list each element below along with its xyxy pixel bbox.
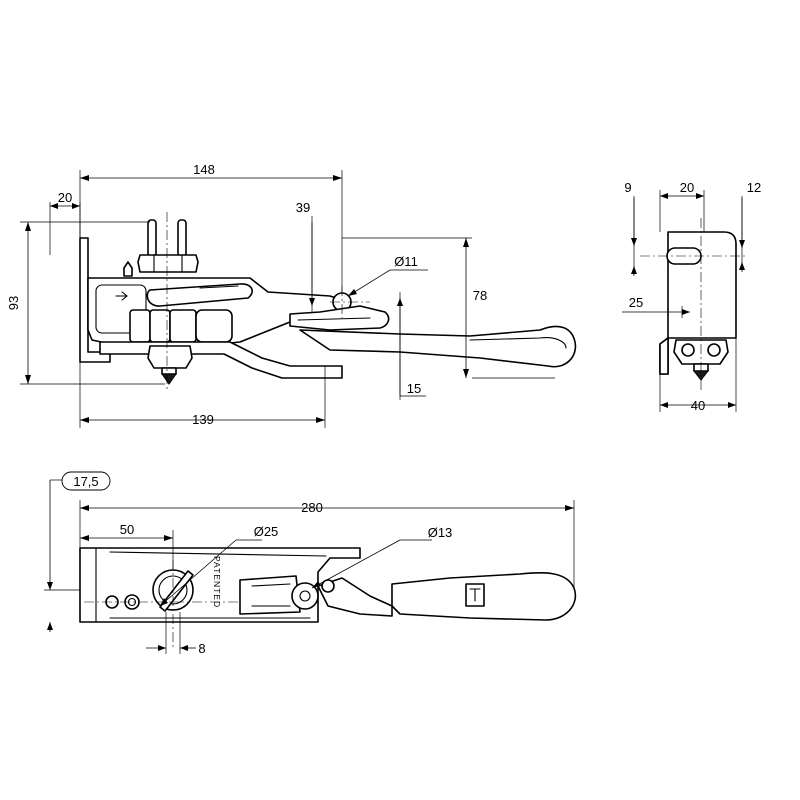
- housing-arrow-icon: [115, 291, 128, 301]
- dim-39: 39: [296, 200, 310, 215]
- hex-nut: [137, 254, 199, 273]
- dim-78: 78: [473, 288, 487, 303]
- base-screw: [147, 345, 193, 369]
- dim-20-end: 20: [680, 180, 694, 195]
- link-block-3: [169, 309, 197, 343]
- dim-17-5: 17,5: [73, 474, 98, 489]
- screw-point: [161, 373, 177, 385]
- bolt-right: [177, 219, 187, 257]
- dim-40: 40: [691, 398, 705, 413]
- patented-stamp: PATENTED: [212, 556, 222, 608]
- adjuster-slot: [159, 570, 194, 612]
- top-hook: [317, 577, 393, 617]
- dim-8: 8: [198, 641, 205, 656]
- dim-20-side: 20: [58, 190, 72, 205]
- link-block-4: [195, 309, 233, 343]
- lower-strap: [99, 341, 343, 379]
- top-view: PATENTED 17,5 280: [44, 471, 577, 656]
- dim-25: 25: [629, 295, 643, 310]
- dim-dia-25: Ø25: [254, 524, 279, 539]
- housing-window: [95, 284, 147, 334]
- dim-9: 9: [624, 180, 631, 195]
- side-view: 148 20 39 Ø11 93 78: [6, 162, 577, 428]
- top-link-arm: [239, 575, 301, 615]
- bolt-left: [147, 219, 157, 257]
- grease-nipple: [123, 261, 133, 277]
- dim-280: 280: [301, 500, 323, 515]
- dim-dia-11: Ø11: [394, 254, 418, 269]
- dim-15: 15: [407, 381, 421, 396]
- dim-139: 139: [192, 412, 214, 427]
- hook-arm: [289, 305, 390, 331]
- dim-93: 93: [6, 296, 21, 310]
- dim-12: 12: [747, 180, 761, 195]
- spring-link: [146, 283, 253, 307]
- dim-50: 50: [120, 522, 134, 537]
- ref-dim-badge: [61, 471, 111, 491]
- dim-148: 148: [193, 162, 215, 177]
- end-view: 9 20 12 25 40: [622, 180, 761, 413]
- top-pivot: [291, 582, 319, 610]
- lever-handle: [299, 325, 577, 368]
- dim-dia-13: Ø13: [428, 525, 453, 540]
- link-block-1: [129, 309, 151, 343]
